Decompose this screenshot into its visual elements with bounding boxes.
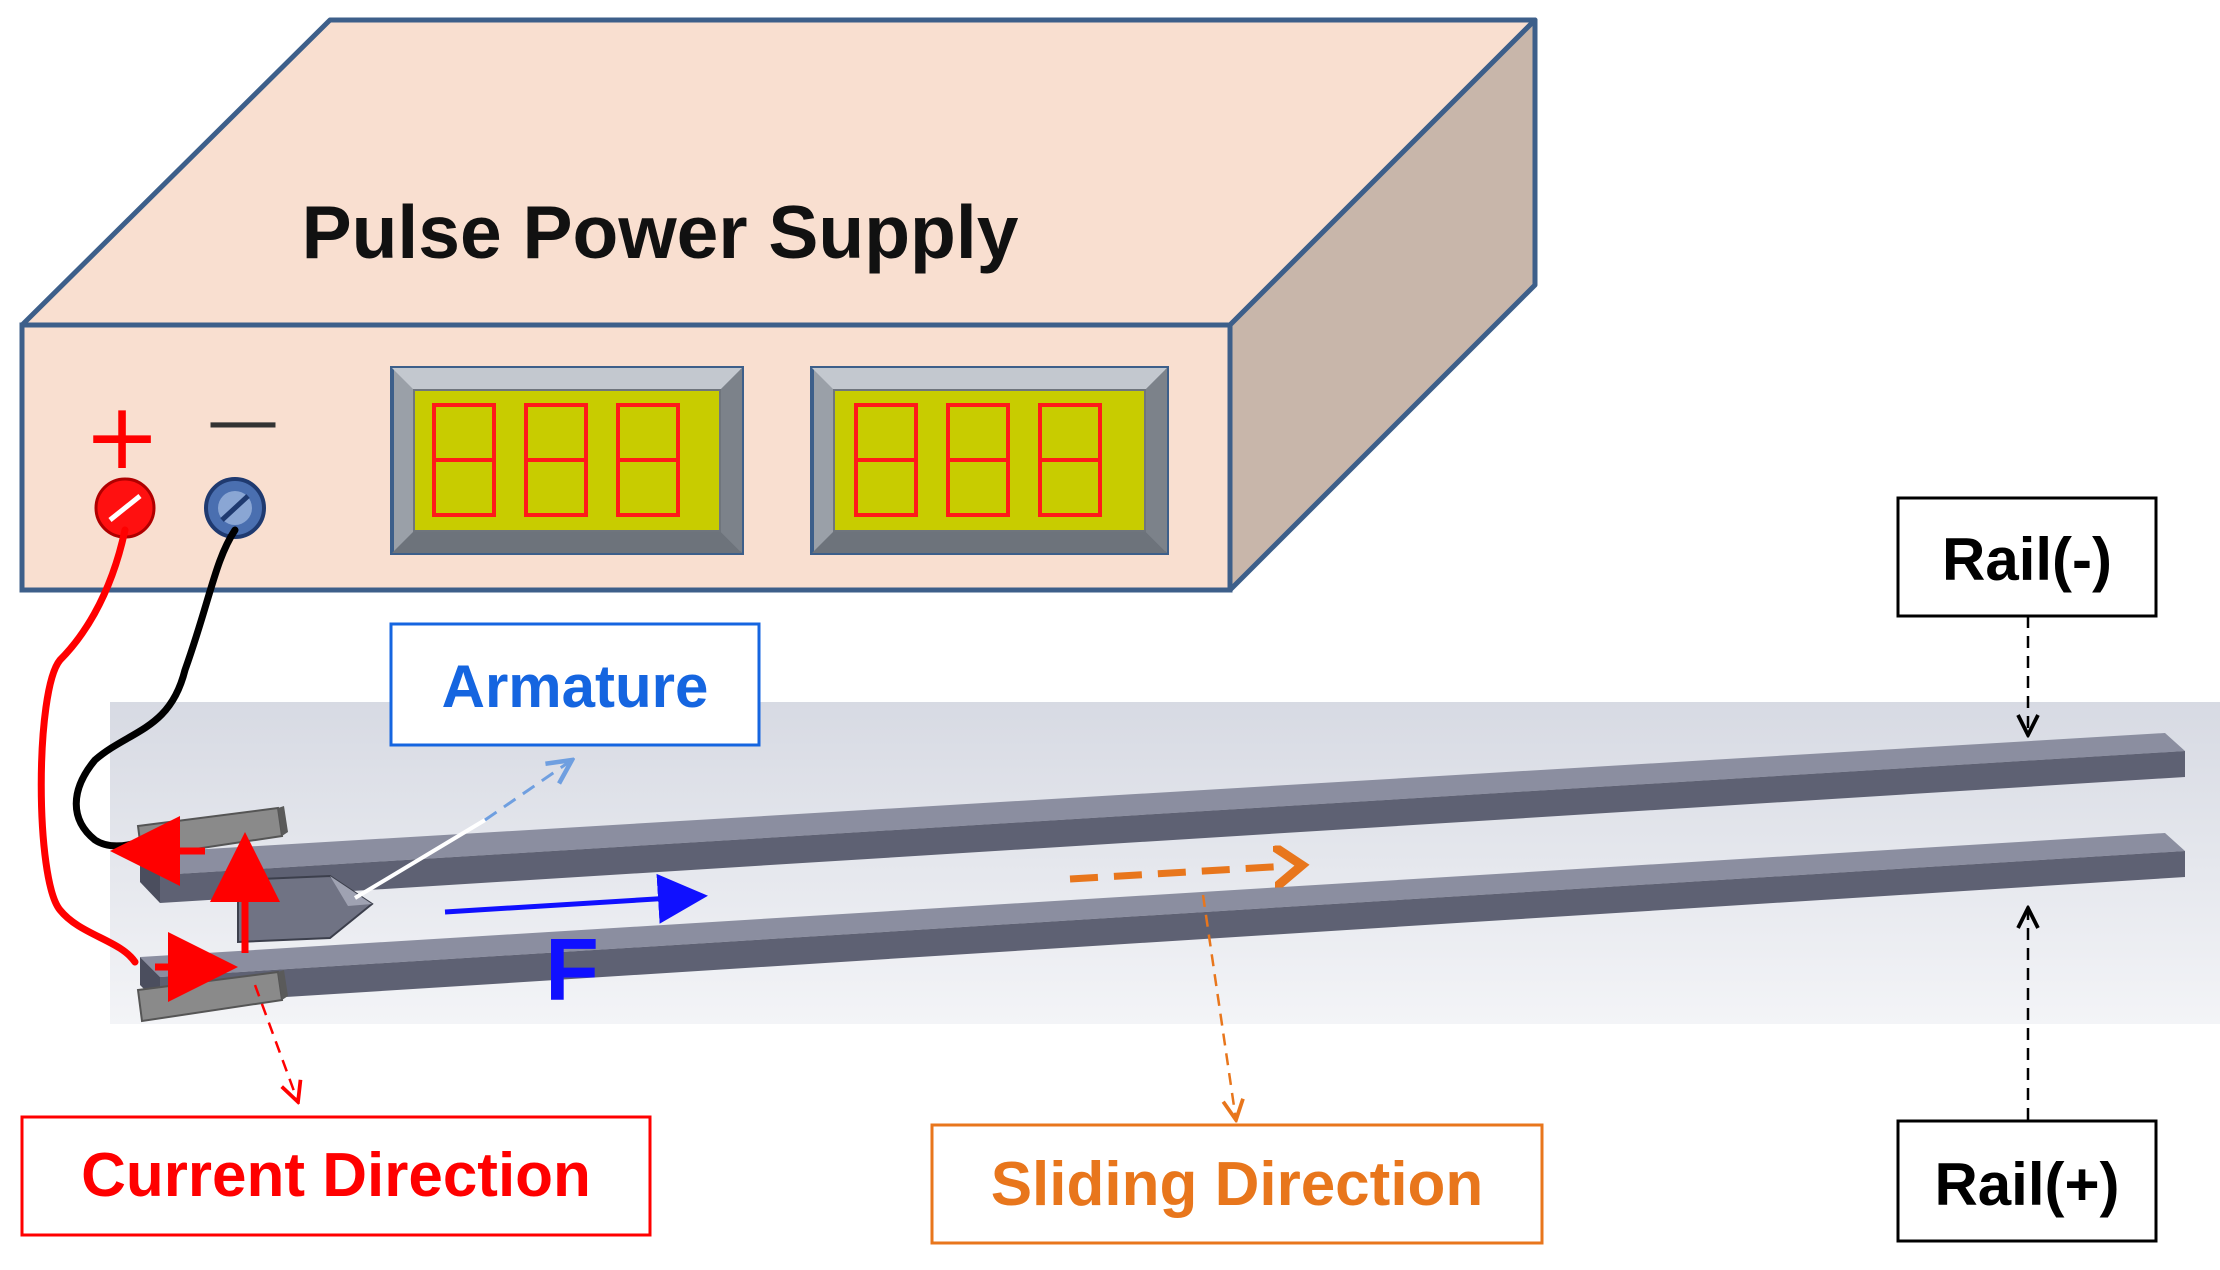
seven-segment-digit <box>1038 403 1102 517</box>
negative-terminal[interactable] <box>204 477 266 539</box>
sliding-arrow <box>1069 866 1288 879</box>
armature-label: Armature <box>442 653 709 720</box>
black-wire <box>72 526 239 850</box>
armature-label-box: Armature <box>389 622 761 747</box>
current-arrows <box>110 816 280 1002</box>
seven-segment-digit <box>854 403 918 517</box>
seven-segment-digit <box>524 403 588 517</box>
rail-negative-box: Rail(-) <box>1896 496 2158 618</box>
display-2 <box>810 366 1169 555</box>
rail-positive-box: Rail(+) <box>1896 1119 2158 1243</box>
seven-segment-digit <box>616 403 680 517</box>
sliding-direction-box: Sliding Direction <box>930 1123 1544 1245</box>
pulse-power-supply: Pulse Power Supply + — <box>19 17 1538 593</box>
armature-pointer-white <box>353 818 487 900</box>
seven-segment-digit <box>432 403 496 517</box>
display-1 <box>390 366 744 555</box>
red-wire <box>37 526 139 966</box>
supply-title: Pulse Power Supply <box>302 190 1019 274</box>
force-label: F <box>545 920 599 1019</box>
current-pointer <box>253 984 298 1102</box>
current-direction-box: Current Direction <box>20 1115 652 1237</box>
seven-segment-digit <box>946 403 1010 517</box>
rail-positive-label: Rail(+) <box>1934 1151 2119 1218</box>
rail-negative-label: Rail(-) <box>1942 526 2112 593</box>
sliding-direction-label: Sliding Direction <box>991 1150 1484 1219</box>
display-1-digits <box>432 403 680 517</box>
display-2-digits <box>854 403 1102 517</box>
plus-symbol: + <box>83 383 160 490</box>
sliding-pointer <box>1201 894 1236 1120</box>
force-arrow <box>444 873 708 924</box>
armature-pointer-dashed <box>484 760 572 822</box>
minus-symbol: — <box>207 378 279 462</box>
current-direction-label: Current Direction <box>81 1141 591 1210</box>
